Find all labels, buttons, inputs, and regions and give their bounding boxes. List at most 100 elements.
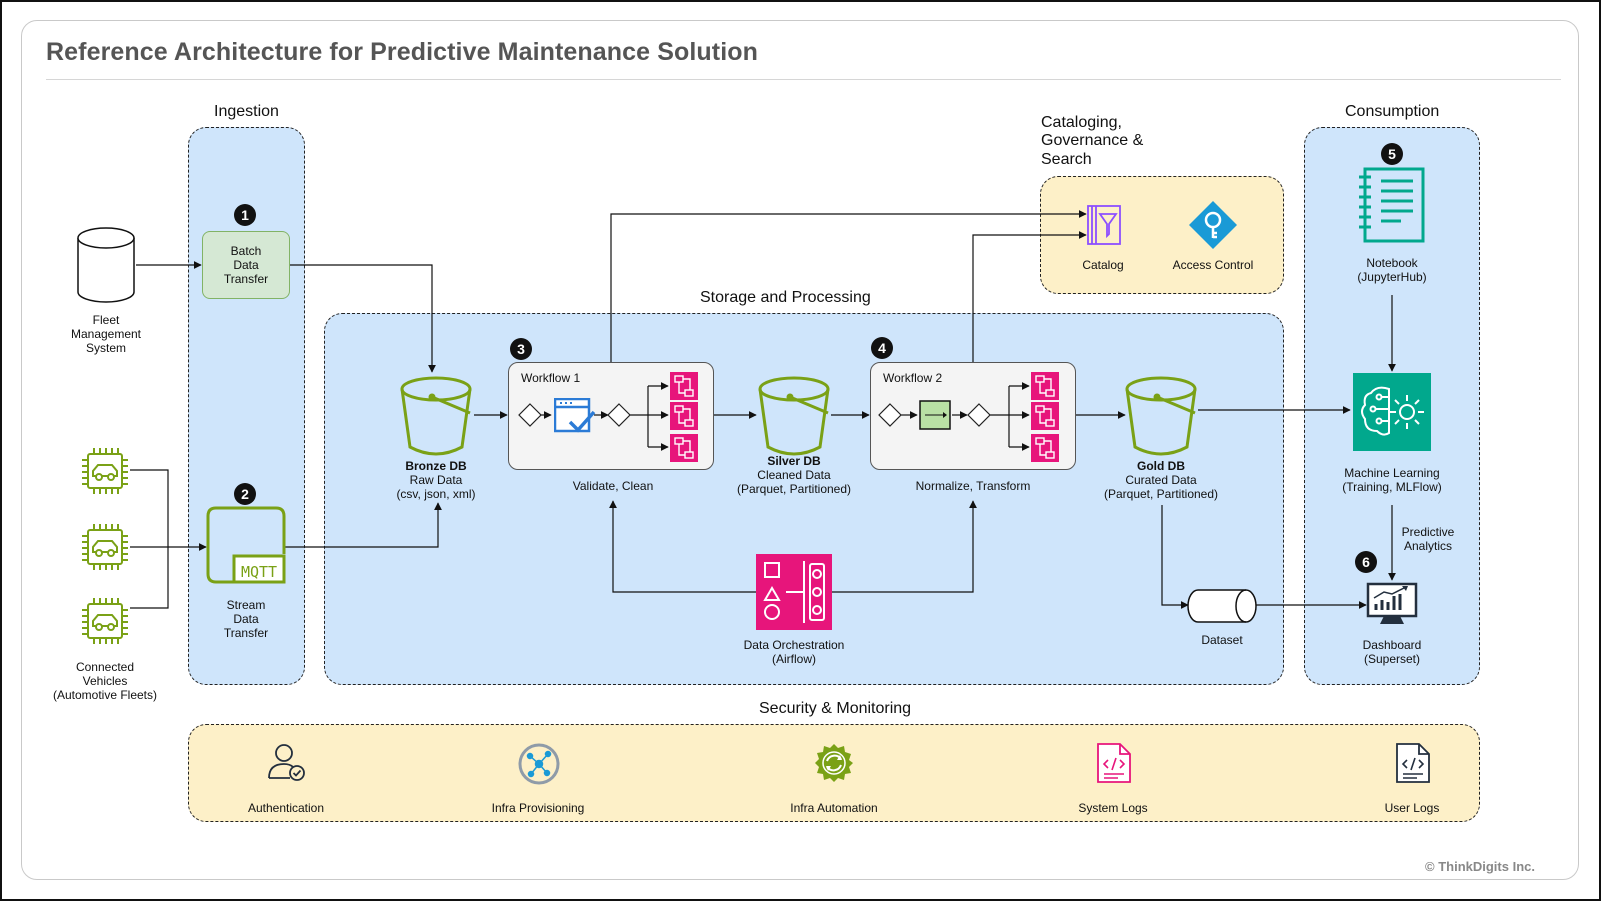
workflow-2-caption: Normalize, Transform [915,479,1031,493]
dataset-label: Dataset [1201,633,1243,647]
step-function-icon [670,372,698,400]
bronze-bucket-icon [400,376,472,456]
stream-label-3: Transfer [223,626,269,640]
batch-label-3: Transfer [223,272,269,286]
wire-orch-wf1 [609,500,756,593]
dashboard-label-1: Dashboard [1362,638,1422,652]
predictive-label-2: Analytics [1403,539,1453,553]
vehicles-label-1: Connected [75,660,135,674]
workflow-1-title: Workflow 1 [521,371,581,385]
stream-label-1: Stream [226,598,266,612]
security-zone [188,724,1480,822]
workflow-1-caption: Validate, Clean [572,479,654,493]
vehicle-chip-icon [82,598,128,644]
vehicles-label-2: Vehicles [82,674,128,688]
notebook-label-2: (JupyterHub) [1357,270,1427,284]
silver-line1: Cleaned Data [757,468,831,482]
user-logs-icon [1396,743,1430,783]
workflow-2-title: Workflow 2 [883,371,943,385]
mqtt-icon [206,506,286,584]
system-logs-label: System Logs [1078,801,1148,815]
wire-stream-bronze [285,502,442,548]
wire-gold-dataset [1161,505,1189,609]
ingestion-title: Ingestion [214,103,279,120]
catalog-title-line1: Cataloging, [1041,114,1122,131]
wire-batch-bronze [290,264,436,373]
step-badge-2: 2 [234,483,256,505]
wf1-diamond-start [518,403,542,427]
transform-task-icon [919,400,951,430]
catalog-label: Catalog [1082,258,1124,272]
catalog-icon [1087,205,1121,245]
fleet-label-3: System [85,341,126,355]
ml-label-1: Machine Learning [1344,466,1440,480]
wf1-diamond-branch [607,403,631,427]
ml-label-2: (Training, MLFlow) [1342,480,1442,494]
security-title: Security & Monitoring [759,700,912,717]
step-badge-4: 4 [871,337,893,359]
silver-name: Silver DB [767,454,821,468]
validation-task-icon [554,398,596,433]
infra-provisioning-label: Infra Provisioning [491,801,585,815]
notebook-icon [1359,167,1425,243]
wf2-diamond-branch [967,403,991,427]
orchestration-label-1: Data Orchestration [743,638,845,652]
step-function-icon [1031,434,1059,462]
stream-label-2: Data [233,612,259,626]
orchestration-label-2: (Airflow) [772,652,816,666]
step-function-icon [1031,372,1059,400]
vehicle-chip-icon [82,448,128,494]
step-badge-6: 6 [1355,551,1377,573]
user-logs-label: User Logs [1384,801,1440,815]
gold-name: Gold DB [1137,459,1185,473]
silver-line2: (Parquet, Partitioned) [736,482,852,496]
notebook-label-1: Notebook [1366,256,1418,270]
step-badge-3: 3 [510,338,532,360]
wire-wf1-catalog [610,210,1087,362]
bronze-name: Bronze DB [405,459,467,473]
access-control-icon [1189,201,1237,249]
infra-automation-label: Infra Automation [790,801,878,815]
wf2-diamond-start [878,403,902,427]
machine-learning-icon [1353,373,1431,451]
vehicle-chip-icon [82,524,128,570]
title-divider [46,79,1561,80]
step-function-icon [670,434,698,462]
step-function-icon [670,402,698,430]
catalog-title-line3: Search [1041,151,1092,168]
user-check-icon [268,744,305,781]
step-badge-1: 1 [234,204,256,226]
batch-label-2: Data [233,258,259,272]
system-logs-icon [1097,743,1131,783]
database-icon [77,227,135,303]
access-control-label: Access Control [1172,258,1254,272]
fleet-label-2: Management [70,327,142,341]
fleet-label-1: Fleet [92,313,120,327]
batch-transfer-box [202,231,290,299]
consumption-title: Consumption [1345,103,1440,120]
dashboard-label-2: (Superset) [1363,652,1421,666]
predictive-label-1: Predictive [1401,525,1455,539]
page-title: Reference Architecture for Predictive Ma… [46,38,759,66]
bronze-line1: Raw Data [409,473,463,487]
batch-label-1: Batch [230,244,262,258]
catalog-title-line2: Governance & [1041,132,1144,149]
gold-line1: Curated Data [1125,473,1197,487]
bronze-line2: (csv, json, xml) [396,487,476,501]
mqtt-text: MQTT [240,563,278,581]
dashboard-icon [1366,582,1418,624]
silver-bucket-icon [758,376,830,456]
storage-title: Storage and Processing [700,289,871,306]
orchestration-icon [756,554,832,630]
authentication-label: Authentication [247,801,325,815]
wire-vehicles-bus [130,469,169,609]
dataset-icon [1187,589,1257,623]
infra-automation-icon [815,744,853,782]
vehicles-label-3: (Automotive Fleets) [52,688,158,702]
wire-orch-wf2 [832,500,977,593]
infra-provisioning-icon [518,743,560,785]
wire-wf2-catalog [972,231,1087,362]
gold-bucket-icon [1125,376,1197,456]
